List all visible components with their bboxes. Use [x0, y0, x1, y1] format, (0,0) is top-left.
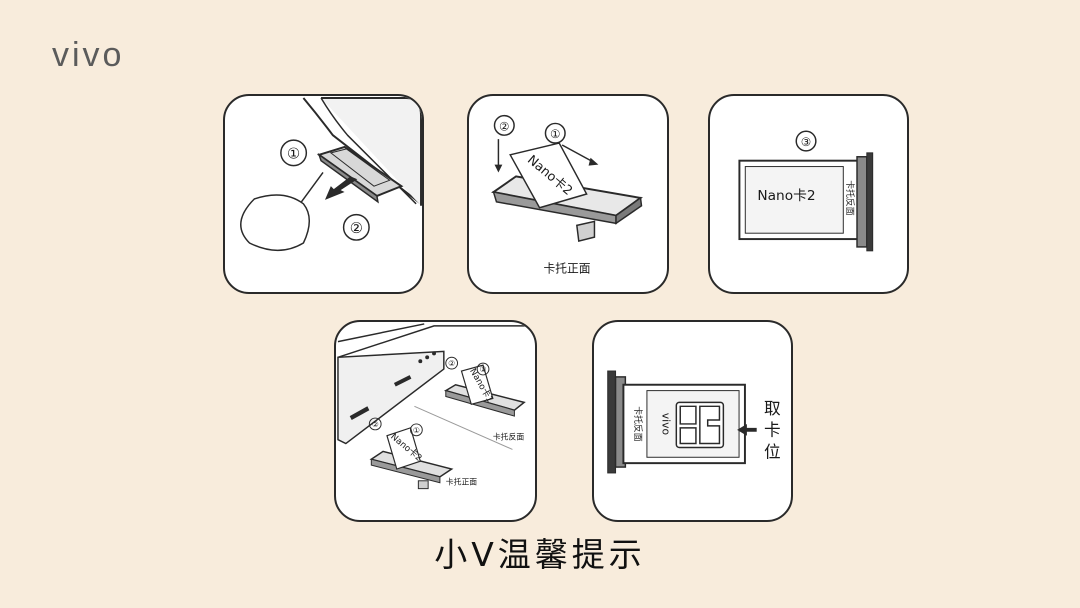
card-label: Nano卡2	[757, 188, 815, 204]
side-label-1: 取	[764, 399, 781, 418]
eject-tray-illustration: ① ②	[240, 96, 422, 252]
step-panel-eject-tray: ① ②	[223, 94, 424, 294]
step-panel-card-seated: ③ 卡托反面 Nano卡2	[708, 94, 909, 294]
left-arrow-icon	[737, 423, 757, 436]
vivo-logo: vivo	[52, 36, 125, 74]
side-label-3: 位	[764, 442, 781, 461]
tray-caption: 卡托正面	[544, 261, 591, 275]
tray-edge-text: 卡托反面	[632, 406, 644, 441]
lower-caption: 卡托正面	[446, 477, 477, 487]
step-panel-place-card-front: ② ① Nano卡2 卡托正面	[467, 94, 669, 294]
side-label-2: 卡	[764, 421, 781, 440]
eject-pin-icon	[240, 172, 324, 252]
lower-marker-1: ①	[413, 426, 420, 435]
place-card-illustration: ② ① Nano卡2 卡托正面	[491, 114, 643, 275]
sim-chip-icon	[675, 401, 725, 449]
step-marker-3: ③	[801, 135, 812, 149]
right-arrow-icon	[588, 157, 599, 166]
tray-vivo-logo: vivo	[660, 413, 673, 435]
down-arrow-icon	[494, 164, 503, 173]
upper-caption: 卡托反面	[493, 432, 524, 442]
footer-caption: 小V温馨提示	[434, 535, 646, 574]
step-panel-insert-tray: Nano卡1 ② ① 卡托反面 Nano卡2 ② ① 卡托正面	[334, 320, 537, 522]
card-seated-illustration: ③ 卡托反面 Nano卡2	[738, 130, 874, 252]
sim-tray: 卡托反面	[738, 152, 874, 252]
insert-tray-illustration: Nano卡1 ② ① 卡托反面 Nano卡2 ② ① 卡托正面	[337, 323, 533, 490]
nano-sim-card: Nano卡2	[509, 142, 588, 209]
tray-back-illustration: 卡托反面 vivo 取 卡 位	[607, 370, 781, 474]
pull-arrow-icon	[324, 176, 358, 200]
sim-tray: 卡托反面 vivo	[607, 370, 746, 474]
upper-marker-2: ②	[448, 359, 455, 368]
step-panel-tray-back: 卡托反面 vivo 取 卡 位	[592, 320, 793, 522]
lower-marker-2: ②	[372, 420, 379, 429]
tray-edge-text: 卡托反面	[844, 180, 856, 215]
sim-tray-front: Nano卡2	[369, 427, 454, 490]
step-marker-1: ①	[287, 146, 300, 163]
step-marker-2: ②	[350, 220, 363, 237]
step-marker-1: ①	[550, 127, 561, 141]
step-marker-2: ②	[499, 119, 510, 133]
upper-marker-1: ①	[480, 365, 487, 374]
